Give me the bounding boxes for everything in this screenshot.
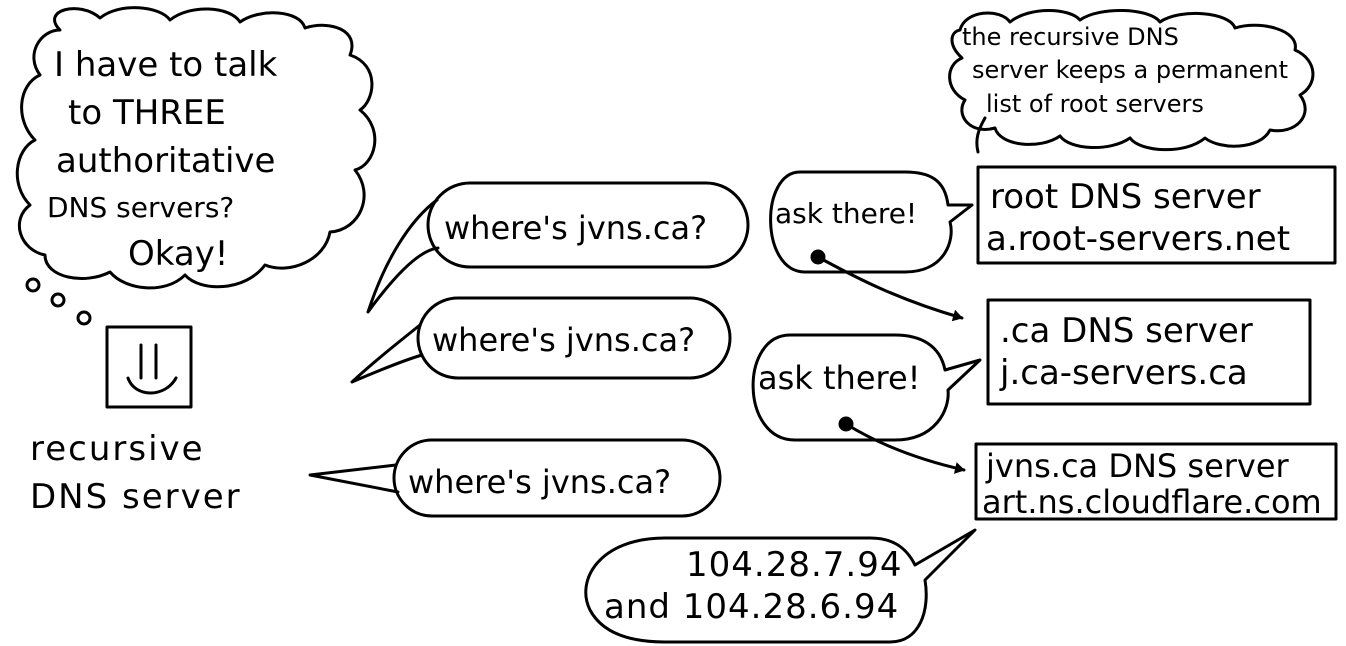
smiley-eyes [139,343,158,380]
server-box [105,325,193,409]
reply-bubble-2 [751,333,982,442]
query-text-1: where's jvns.ca? [444,209,708,247]
server-box-root [976,165,1337,265]
note-line-2: server keeps a permanent [972,56,1289,84]
thought-line-4: DNS servers? [47,191,235,224]
thought-line-3: authoritative [56,141,276,181]
server-ca-host: j.ca-servers.ca [1000,353,1248,393]
recursive-label-line-2: DNS server [30,477,242,517]
query-bubble-2 [416,296,732,380]
note-line-1: the recursive DNS [962,23,1179,51]
recursive-label-line-1: recursive [30,429,205,469]
query-bubble-3 [392,438,722,518]
query-tail-1 [366,198,440,314]
thought-line-1: I have to talk [54,45,278,85]
server-box-jvns [974,442,1338,521]
query-tail-3 [308,463,400,494]
thought-bubble-1 [25,277,41,293]
answer-line-1: 104.28.7.94 [686,545,903,585]
server-root-host: a.root-servers.net [986,219,1291,259]
answer-bubble [584,528,977,644]
server-root-name: root DNS server [990,177,1261,217]
server-box-ca [986,298,1312,406]
query-tail-2 [350,323,424,384]
reply-bubble-1 [769,170,974,274]
answer-line-2: and 104.28.6.94 [604,587,900,627]
note-line-3: list of root servers [986,90,1204,118]
thought-line-5: Okay! [128,234,229,274]
reply-text-2: ask there! [758,359,921,397]
thought-bubble-2 [50,292,66,308]
server-jvns-name: jvns.ca DNS server [986,447,1289,485]
thought-cloud [15,6,377,290]
query-text-2: where's jvns.ca? [432,321,696,359]
note-cloud [948,9,1315,152]
query-bubble-1 [426,181,750,269]
thought-line-2: to THREE [68,93,226,133]
server-ca-name: .ca DNS server [1000,311,1253,351]
thought-bubble-3 [76,310,92,326]
note-pointer [975,116,987,154]
reply-text-1: ask there! [775,197,918,230]
server-jvns-host: art.ns.cloudflare.com [982,483,1322,521]
reply-arrow-1 [816,255,964,322]
query-text-3: where's jvns.ca? [408,463,672,501]
smiley-mouth [126,376,178,395]
reply-arrow-2 [844,422,966,474]
